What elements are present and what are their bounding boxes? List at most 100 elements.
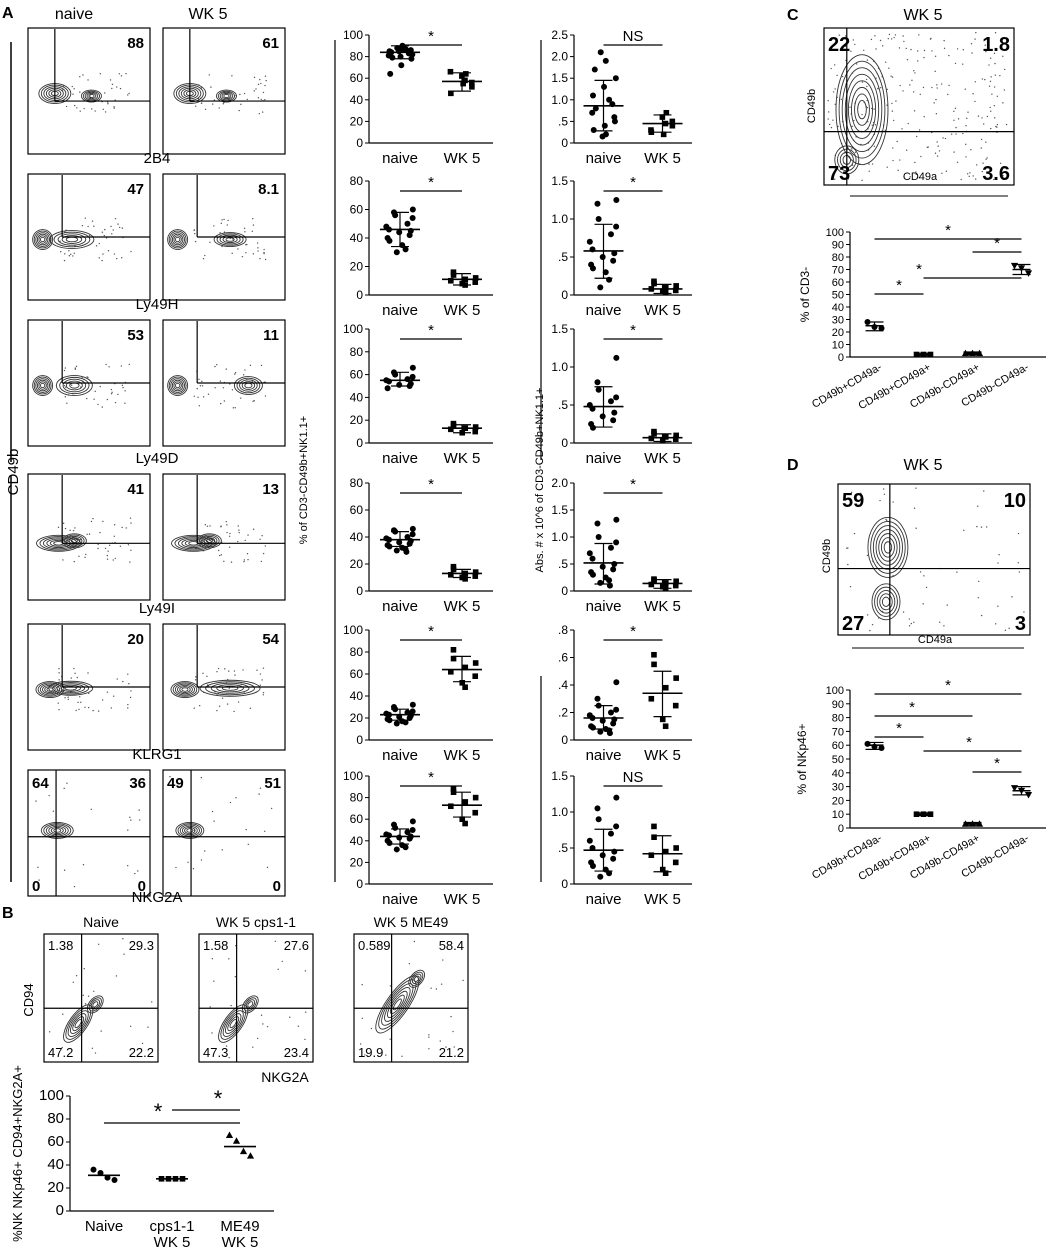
- data-point: [606, 577, 613, 584]
- event-dot: [239, 397, 242, 399]
- event-dot: [974, 100, 976, 103]
- event-dot: [110, 388, 113, 391]
- event-dot: [73, 885, 76, 888]
- density-contour: [64, 534, 85, 547]
- density-contour: [221, 685, 239, 691]
- significance-label: *: [428, 623, 434, 640]
- quadrant-percentage: 10: [1004, 490, 1026, 512]
- event-dot: [218, 943, 221, 945]
- event-dot: [122, 386, 124, 389]
- density-contour: [879, 593, 893, 611]
- event-dot: [981, 170, 983, 173]
- event-dot: [86, 376, 88, 378]
- event-dot: [226, 224, 228, 226]
- plot-frame: [43, 933, 159, 1063]
- event-dot: [252, 1046, 254, 1048]
- plot-frame: [162, 473, 286, 601]
- y-tick-label: 0: [561, 436, 568, 450]
- event-dot: [944, 137, 947, 140]
- event-dot: [90, 520, 93, 523]
- y-tick-label: 100: [343, 769, 363, 783]
- event-dot: [871, 623, 874, 626]
- data-point: [613, 516, 620, 523]
- chart-d-bar: 0102030405060708090100CD49b+CD49a-CD49b+…: [795, 677, 1046, 883]
- event-dot: [462, 979, 464, 982]
- plot-frame: [27, 769, 151, 897]
- data-point: [599, 852, 606, 859]
- event-dot: [304, 1038, 306, 1041]
- density-contour: [45, 824, 69, 837]
- event-dot: [943, 47, 946, 50]
- event-dot: [918, 34, 920, 36]
- event-dot: [58, 672, 60, 674]
- data-point: [590, 127, 597, 134]
- significance-label: *: [966, 734, 972, 751]
- event-dot: [223, 102, 225, 104]
- data-point: [597, 873, 604, 880]
- data-point: [613, 223, 620, 230]
- event-dot: [917, 60, 919, 62]
- data-point: [406, 232, 413, 239]
- event-dot: [139, 819, 141, 821]
- event-dot: [151, 1001, 153, 1003]
- event-dot: [252, 224, 255, 226]
- event-dot: [263, 252, 265, 255]
- event-dot: [915, 527, 917, 529]
- density-contour: [92, 1001, 99, 1008]
- event-dot: [981, 117, 983, 119]
- data-point: [659, 716, 666, 723]
- event-dot: [128, 683, 130, 685]
- event-dot: [117, 223, 119, 225]
- event-dot: [257, 97, 260, 99]
- event-dot: [201, 385, 204, 387]
- event-dot: [193, 707, 195, 709]
- data-point: [607, 544, 614, 551]
- data-point: [392, 371, 399, 378]
- event-dot: [101, 259, 103, 262]
- event-dot: [80, 701, 82, 704]
- event-dot: [985, 158, 987, 160]
- data-point: [673, 675, 679, 681]
- event-dot: [237, 540, 239, 543]
- event-dot: [828, 123, 831, 126]
- event-dot: [865, 78, 868, 81]
- data-point: [595, 534, 602, 540]
- data-point: [662, 289, 669, 296]
- density-contour: [413, 975, 420, 982]
- data-point: [450, 423, 457, 429]
- event-dot: [986, 115, 989, 118]
- event-dot: [225, 368, 227, 370]
- event-dot: [838, 34, 840, 36]
- density-contour: [186, 828, 194, 833]
- data-point: [472, 660, 479, 666]
- data-point: [612, 75, 619, 82]
- density-contour: [871, 583, 901, 621]
- y-tick-label: 0: [838, 823, 844, 835]
- event-dot: [98, 257, 100, 259]
- event-dot: [260, 1014, 263, 1016]
- event-dot: [73, 88, 75, 90]
- event-dot: [956, 571, 958, 573]
- event-dot: [1011, 596, 1013, 598]
- data-point: [409, 701, 416, 708]
- data-point: [472, 424, 479, 430]
- event-dot: [106, 101, 109, 103]
- density-contour: [57, 233, 87, 246]
- event-dot: [834, 167, 836, 169]
- data-point: [447, 68, 454, 75]
- event-dot: [970, 148, 972, 151]
- event-dot: [221, 697, 224, 699]
- data-point: [472, 794, 479, 801]
- x-category-label: naive: [586, 891, 622, 908]
- data-point: [448, 572, 454, 578]
- plot-frame: [198, 933, 314, 1063]
- event-dot: [830, 67, 832, 70]
- event-dot: [127, 673, 129, 675]
- event-dot: [920, 155, 922, 158]
- y-tick-label: 80: [350, 50, 364, 64]
- event-dot: [242, 374, 245, 376]
- density-contour: [59, 376, 90, 395]
- data-point: [472, 428, 479, 435]
- event-dot: [209, 241, 211, 244]
- event-dot: [221, 219, 223, 221]
